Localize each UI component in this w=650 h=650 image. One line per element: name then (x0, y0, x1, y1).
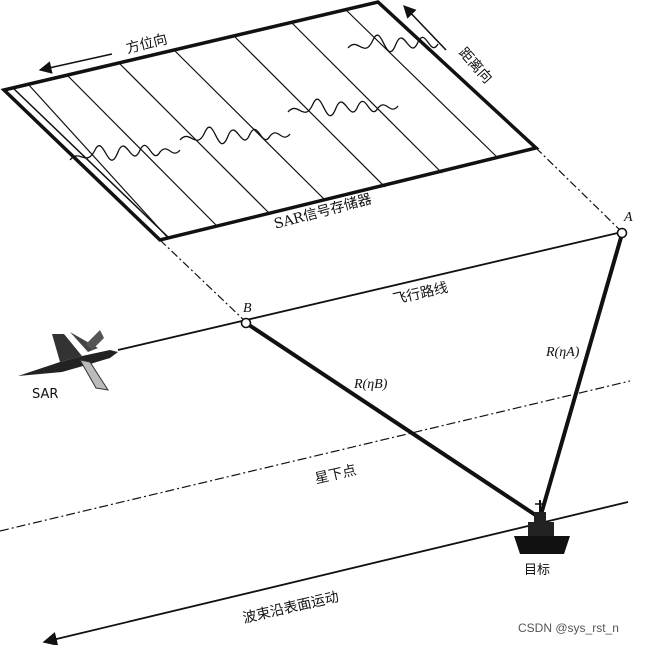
signal-memory-block: SAR信号存储器 (0, 0, 623, 323)
point-b: B (240, 301, 252, 329)
point-a: A (616, 210, 633, 239)
range-lines (27, 9, 499, 239)
aircraft-icon: SAR (18, 330, 118, 402)
nadir-label: 星下点 (313, 462, 358, 487)
ship-icon: 目标 (514, 500, 570, 578)
echo-waveforms (69, 34, 439, 161)
azimuth-arrow: 方位向 (38, 31, 169, 74)
nadir-track: 星下点 (0, 380, 631, 532)
point-b-label: B (243, 301, 252, 316)
sar-label: SAR (32, 387, 58, 402)
flight-path: 飞行路线 (117, 231, 623, 351)
target-label: 目标 (524, 563, 550, 578)
beam-motion-label: 波束沿表面运动 (241, 589, 340, 627)
range-a-label: R(ηA) (545, 345, 580, 360)
range-arrow: 距离向 (403, 5, 496, 87)
point-a-label: A (623, 210, 633, 225)
slant-ranges: R(ηB) R(ηA) (244, 233, 624, 520)
range-b-label: R(ηB) (353, 377, 388, 392)
watermark: CSDN @sys_rst_n (518, 621, 619, 635)
